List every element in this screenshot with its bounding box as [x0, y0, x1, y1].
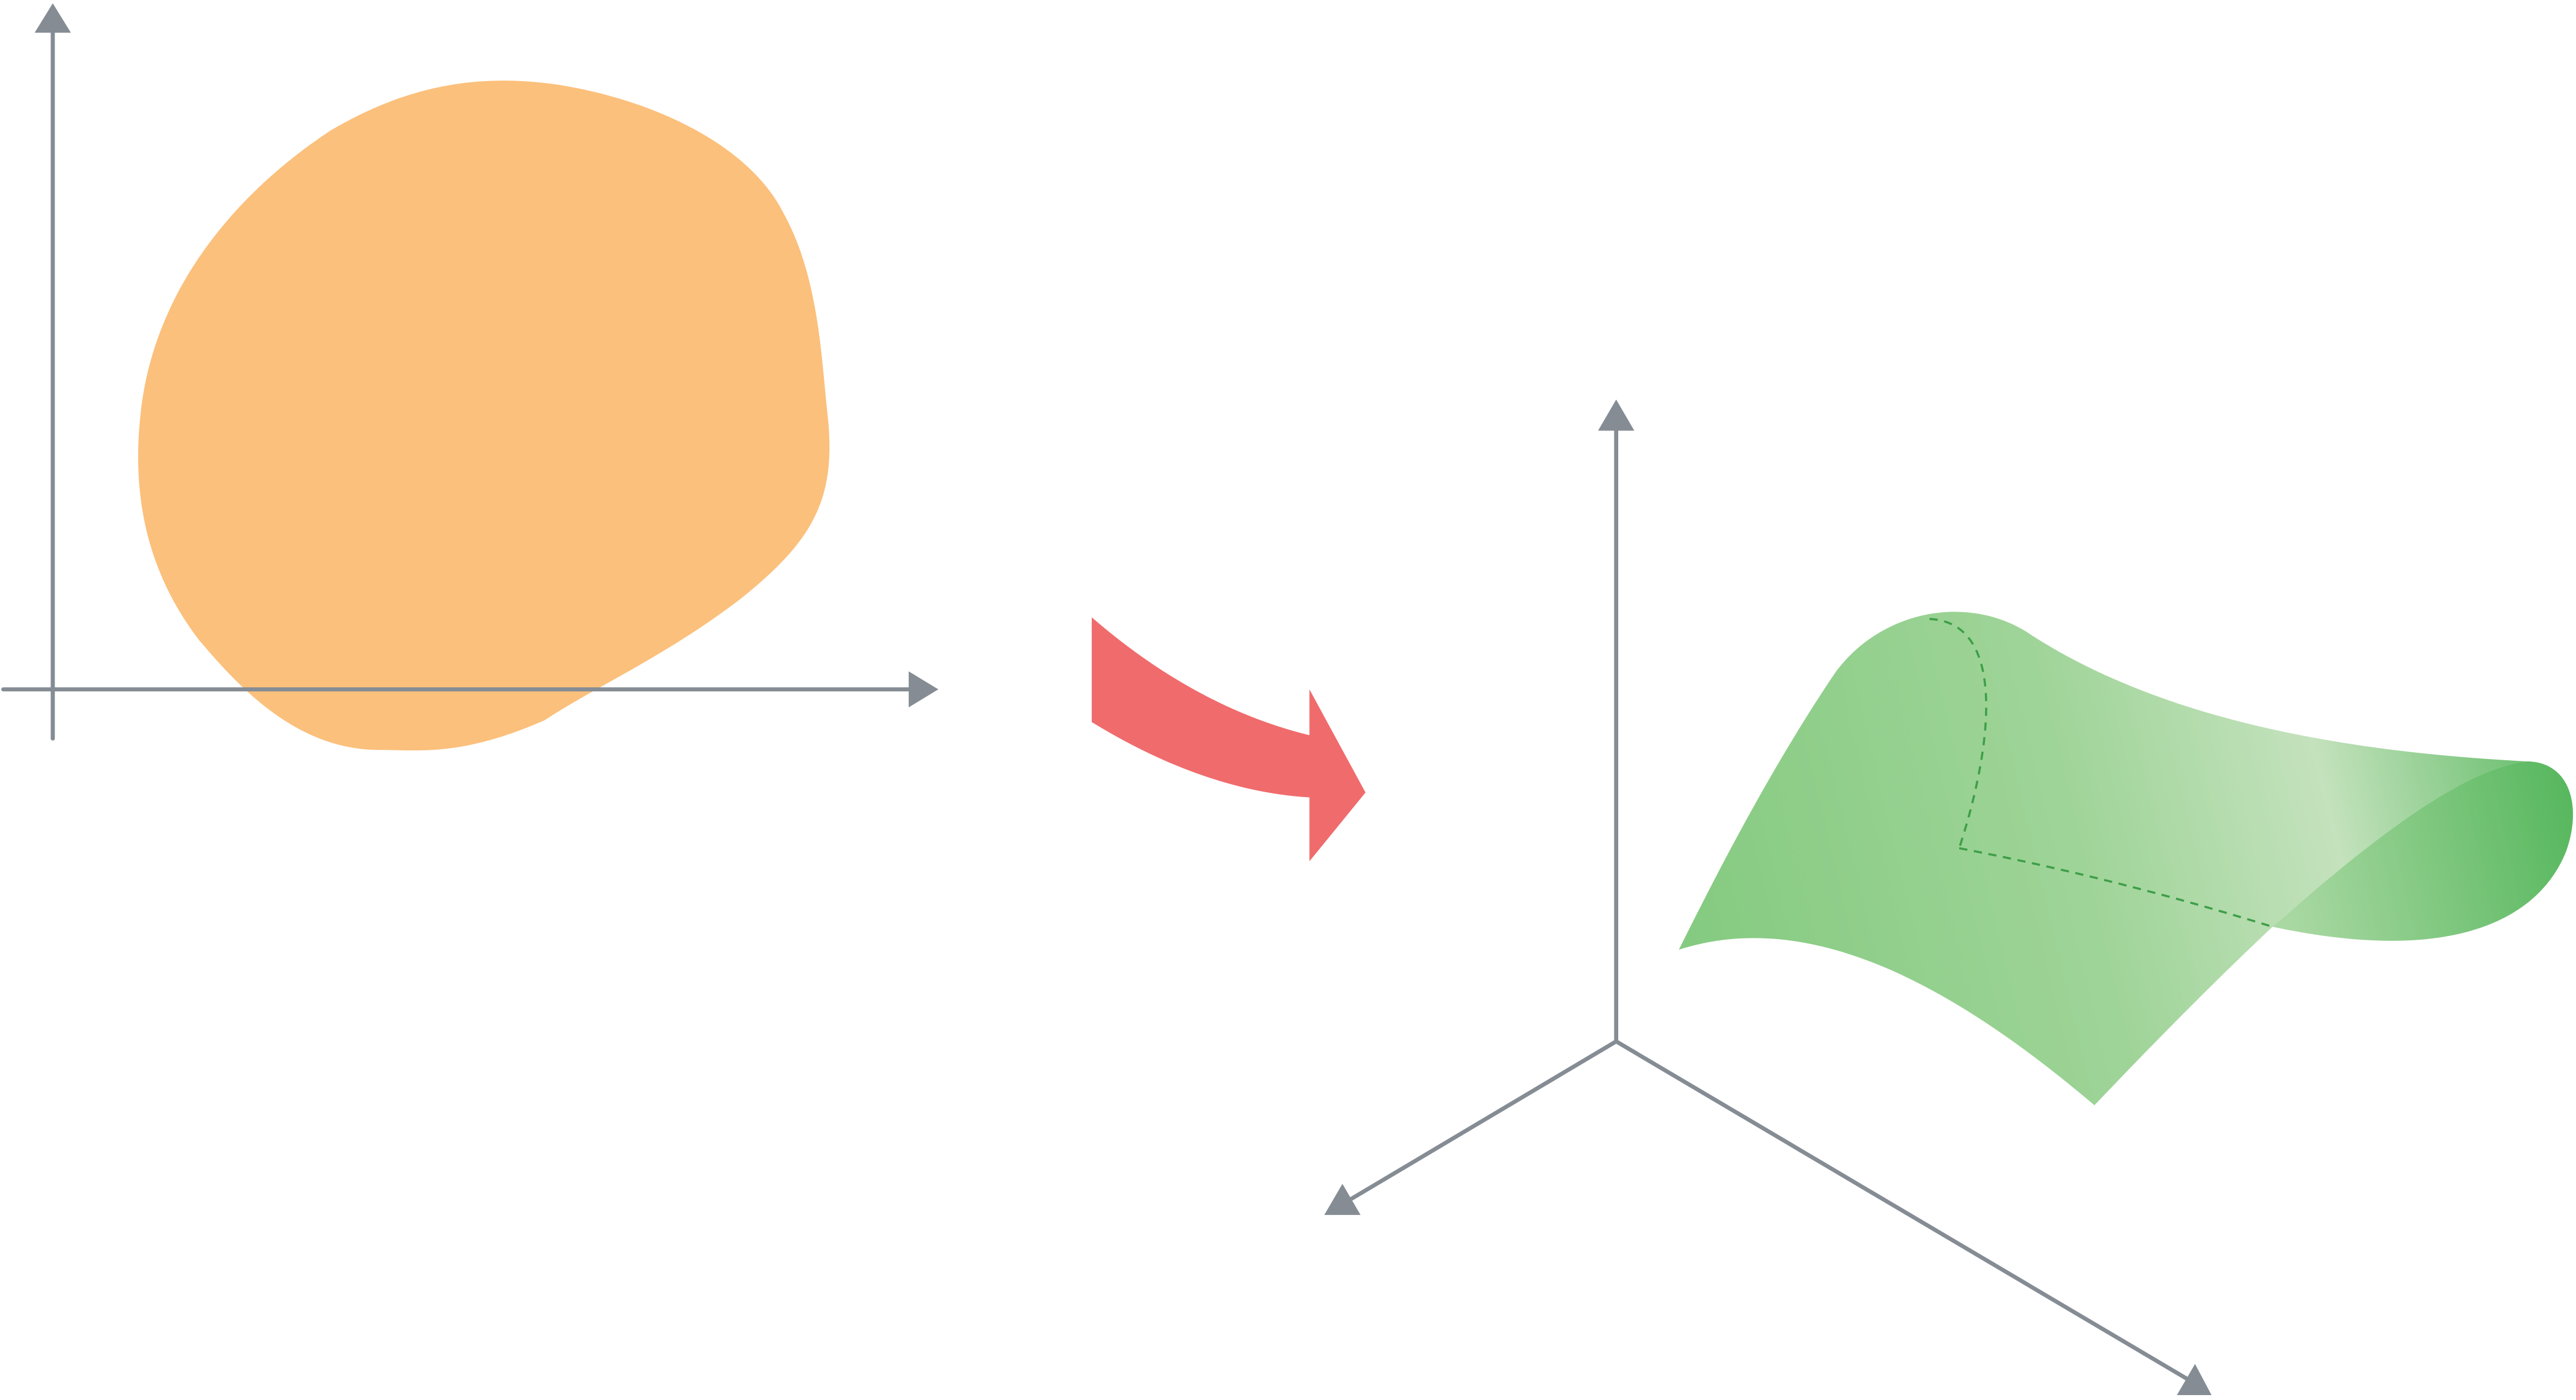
2d-plane	[1, 3, 939, 751]
3d-y-axis	[1615, 1039, 2188, 1381]
3d-y-axis-arrowhead	[2177, 1364, 2212, 1396]
3d-x-axis	[1348, 1039, 1618, 1202]
curved-surface	[1678, 612, 2527, 1106]
3d-space	[1324, 399, 2574, 1396]
mapping-arrow	[1092, 617, 1366, 862]
3d-x-axis-arrowhead	[1324, 1184, 1361, 1215]
2d-y-axis-arrowhead	[34, 3, 71, 33]
3d-z-axis-arrowhead	[1598, 399, 1635, 431]
surface-dashed-curve-vertical	[1929, 618, 1987, 849]
surface-dashed-curve-horizontal	[1959, 847, 2273, 928]
surface-curl	[2273, 761, 2574, 941]
irregular-region-blob	[138, 81, 830, 751]
2d-x-axis-arrowhead	[909, 671, 939, 707]
